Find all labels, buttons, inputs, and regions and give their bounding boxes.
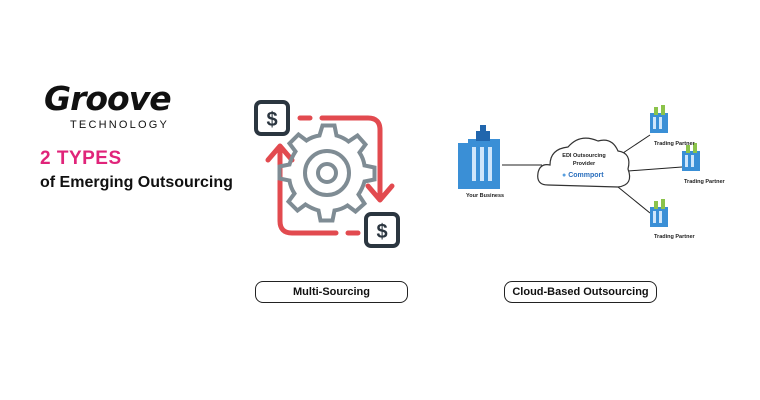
cycle-arrows-icon: [265, 115, 395, 236]
commport-logo: ● Commport: [562, 172, 604, 179]
heading-line1: 2 TYPES: [40, 148, 122, 169]
cloud-outsourcing-diagram: [458, 105, 700, 227]
brand-logo: Groove: [44, 79, 172, 118]
multi-sourcing-label: Multi-Sourcing: [255, 281, 408, 303]
gear-icon: [277, 123, 377, 223]
brand-tagline: TECHNOLOGY: [70, 119, 170, 131]
building-icon: [682, 143, 700, 171]
partner-label-1: Trading Partner: [654, 141, 695, 147]
building-icon: [458, 125, 500, 189]
dollar-coin-icon: $: [364, 212, 400, 248]
provider-label-line1: EDI Outsourcing: [562, 153, 606, 159]
provider-label-line2: Provider: [572, 161, 596, 167]
coin-symbol-top: $: [266, 109, 277, 131]
heading-line2: of Emerging Outsourcing: [40, 174, 233, 191]
multi-sourcing-illustration: $ $: [254, 100, 400, 248]
building-icon: [650, 199, 668, 227]
provider-brand: Commport: [568, 172, 604, 179]
cloud-outsourcing-label: Cloud-Based Outsourcing: [504, 281, 657, 303]
cloud-icon: [537, 137, 631, 188]
partner-label-2: Trading Partner: [684, 179, 725, 185]
dollar-coin-icon: $: [254, 100, 290, 136]
your-business-label: Your Business: [466, 193, 505, 199]
connection-lines: [502, 134, 683, 214]
partner-label-3: Trading Partner: [654, 234, 695, 240]
coin-symbol-bottom: $: [376, 221, 387, 243]
building-icon: [650, 105, 668, 133]
commport-mark-icon: ●: [562, 172, 567, 179]
